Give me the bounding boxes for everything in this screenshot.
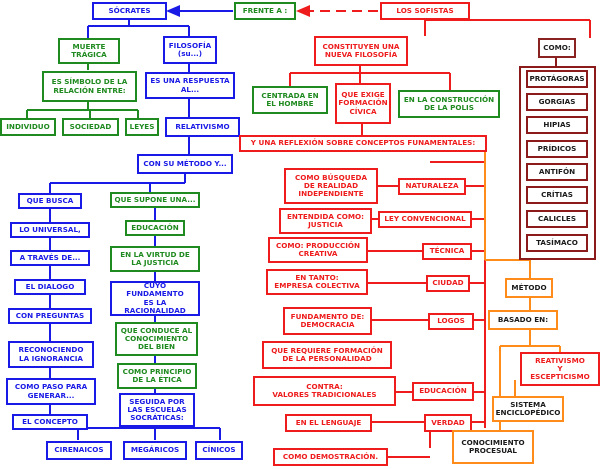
entendida-node: ENTENDIDA COMO: JUSTICIA: [279, 208, 372, 234]
supone-node: QUE SUPONE UNA...: [110, 192, 200, 208]
universal-node: LO UNIVERSAL,: [10, 222, 90, 238]
preguntas-node: CON PREGUNTAS: [8, 308, 92, 324]
constituyen-node: CONSTITUYEN UNA NUEVA FILOSOFÍA: [314, 36, 408, 66]
sophist-2: GORGIAS: [526, 93, 588, 111]
sistema-node: SISTEMA ENCICLOPÉDICO: [492, 396, 564, 422]
reativismo-node: REATIVISMO Y ESCEPTICISMO: [520, 352, 600, 386]
naturaleza-node: NATURALEZA: [398, 178, 466, 195]
metodo-sofistas-node: MÉTODO: [505, 278, 553, 298]
demostracion-node: COMO DEMOSTRACIÓN.: [273, 448, 388, 466]
relativismo-node: RELATIVISMO: [165, 117, 240, 137]
simbolo-node: ES SÍMBOLO DE LA RELACIÓN ENTRE:: [42, 71, 137, 102]
ley-convencional-node: LEY CONVENCIONAL: [378, 211, 472, 228]
tecnica-node: TÉCNICA: [422, 243, 472, 260]
sofistas-node: LOS SOFISTAS: [380, 2, 470, 20]
paso-node: COMO PASO PARA GENERAR...: [6, 378, 96, 405]
requiere-node: QUE REQUIERE FORMACIÓN DE LA PERSONALIDA…: [262, 341, 392, 369]
respuesta-node: ES UNA RESPUESTA AL...: [145, 72, 235, 99]
centrada-node: CENTRADA EN EL HOMBRE: [252, 86, 328, 114]
exige-node: QUE EXIGE FORMACIÓN CÍVICA: [335, 83, 391, 124]
que-busca-node: QUE BUSCA: [18, 193, 82, 209]
fundamento-node: CUYO FUNDAMENTO ES LA RACIONALIDAD: [110, 281, 200, 316]
verdad-node: VERDAD: [424, 414, 472, 432]
ciudad-node: CIUDAD: [426, 275, 470, 292]
dialogo-node: EL DIALOGO: [14, 279, 86, 295]
metodo-node: CON SU MÉTODO Y...: [137, 154, 233, 174]
como-node: COMO:: [538, 38, 576, 58]
logos-node: LOGOS: [428, 313, 474, 330]
sophist-6: CRÍTIAS: [526, 186, 588, 204]
muerte-tragica-node: MUERTE TRÁGICA: [58, 38, 120, 64]
reflexion-node: Y UNA REFLEXIÓN SOBRE CONCEPTOS FUNAMENT…: [239, 135, 487, 152]
concepto-node: EL CONCEPTO: [12, 414, 88, 430]
sophists-frame: [519, 66, 596, 260]
sophist-3: HIPIAS: [526, 116, 588, 134]
sophist-7: CALICLES: [526, 210, 588, 228]
filosofia-node: FILOSOFÍA (su...): [163, 36, 217, 64]
educacion-node: EDUCACIÓN: [125, 220, 185, 236]
escuelas-node: SEGUIDA POR LAS ESCUELAS SOCRÁTICAS:: [119, 393, 195, 427]
sophist-5: ANTIFÓN: [526, 163, 588, 181]
construccion-node: EN LA CONSTRUCCIÓN DE LA POLIS: [398, 90, 500, 118]
conocimiento-node: CONOCIMIENTO PROCESUAL: [452, 430, 534, 464]
lenguaje-node: EN EL LENGUAJE: [285, 414, 372, 432]
busqueda-node: COMO BÚSQUEDA DE REALIDAD INDEPENDIENTE: [284, 168, 378, 204]
sophist-4: PRÍDICOS: [526, 140, 588, 158]
principio-node: COMO PRINCIPIO DE LA ÉTICA: [117, 363, 197, 389]
educacion-sofistas-node: EDUCACIÓN: [412, 382, 474, 401]
individuo-node: INDIVIDUO: [0, 118, 56, 136]
cinicos-node: CÍNICOS: [195, 441, 243, 460]
sophist-1: PROTÁGORAS: [526, 70, 588, 88]
socrates-node: SÓCRATES: [92, 2, 167, 20]
traves-node: A TRAVÉS DE...: [10, 250, 90, 266]
produccion-node: COMO: PRODUCCIÓN CREATIVA: [268, 237, 368, 263]
megaricos-node: MEGÁRICOS: [123, 441, 187, 460]
contra-node: CONTRA: VALORES TRADICIONALES: [253, 376, 396, 406]
conduce-node: QUE CONDUCE AL CONOCIMIENTO DEL BIEN: [115, 322, 198, 356]
frente-node: FRENTE A :: [234, 2, 296, 20]
empresa-node: EN TANTO: EMPRESA COLECTIVA: [266, 269, 368, 295]
democracia-node: FUNDAMENTO DE: DEMOCRACIA: [283, 307, 372, 335]
sociedad-node: SOCIEDAD: [62, 118, 119, 136]
cirenaicos-node: CIRENAICOS: [46, 441, 112, 460]
reconociendo-node: RECONOCIENDO LA IGNORANCIA: [8, 341, 94, 368]
leyes-node: LEYES: [125, 118, 159, 136]
basado-node: BASADO EN:: [488, 310, 558, 330]
sophist-8: TASÍMACO: [526, 234, 588, 252]
virtud-node: EN LA VIRTUD DE LA JUSTICIA: [110, 246, 200, 272]
